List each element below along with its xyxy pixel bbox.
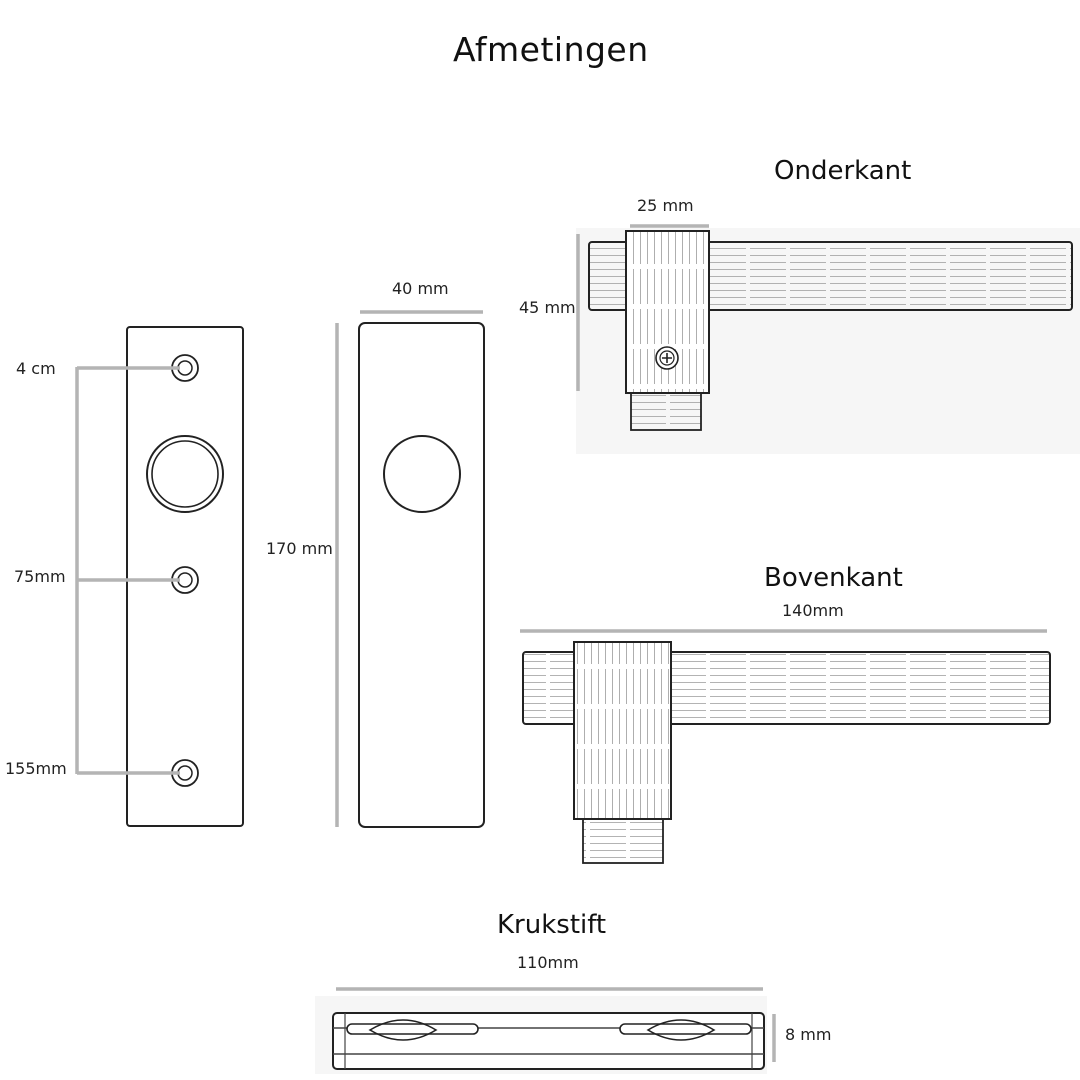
dimension-label-onderkant-height: 45 mm	[519, 298, 576, 317]
screw-hole-middle	[171, 566, 199, 594]
spindle-slot-left	[346, 1019, 479, 1041]
dimension-label-hole-4cm: 4 cm	[16, 359, 56, 378]
spindle-slot-right	[619, 1019, 752, 1041]
krukstift-dimension-lines	[336, 987, 776, 1062]
krukstift-drawing	[315, 996, 767, 1074]
dimension-label-onderkant-width: 25 mm	[637, 196, 694, 215]
dimension-label-bovenkant-length: 140mm	[782, 601, 844, 620]
dimension-label-plate-width: 40 mm	[392, 279, 449, 298]
onderkant-drawing	[576, 228, 1080, 454]
section-title-krukstift: Krukstift	[497, 910, 607, 940]
onderkant-dimension-lines	[576, 224, 709, 391]
dimension-label-krukstift-length: 110mm	[517, 953, 579, 972]
dimension-label-hole-75mm: 75mm	[14, 567, 66, 586]
section-title-bovenkant: Bovenkant	[764, 563, 903, 593]
screw-head-icon	[655, 346, 679, 370]
dimension-label-hole-155mm: 155mm	[5, 759, 67, 778]
dimension-label-plate-height: 170 mm	[266, 539, 333, 558]
plate-dimension-lines	[335, 310, 483, 827]
section-title-onderkant: Onderkant	[774, 156, 912, 186]
hole-spacing-dimension-lines	[75, 366, 180, 775]
backplate-front-view	[126, 326, 244, 827]
backplate-outline-view	[358, 322, 485, 828]
bovenkant-drawing	[522, 641, 1051, 864]
dimension-label-krukstift-thickness: 8 mm	[785, 1025, 832, 1044]
page-title: Afmetingen	[453, 30, 649, 69]
screw-hole-bottom	[171, 759, 199, 787]
cylinder-hole	[146, 435, 224, 513]
